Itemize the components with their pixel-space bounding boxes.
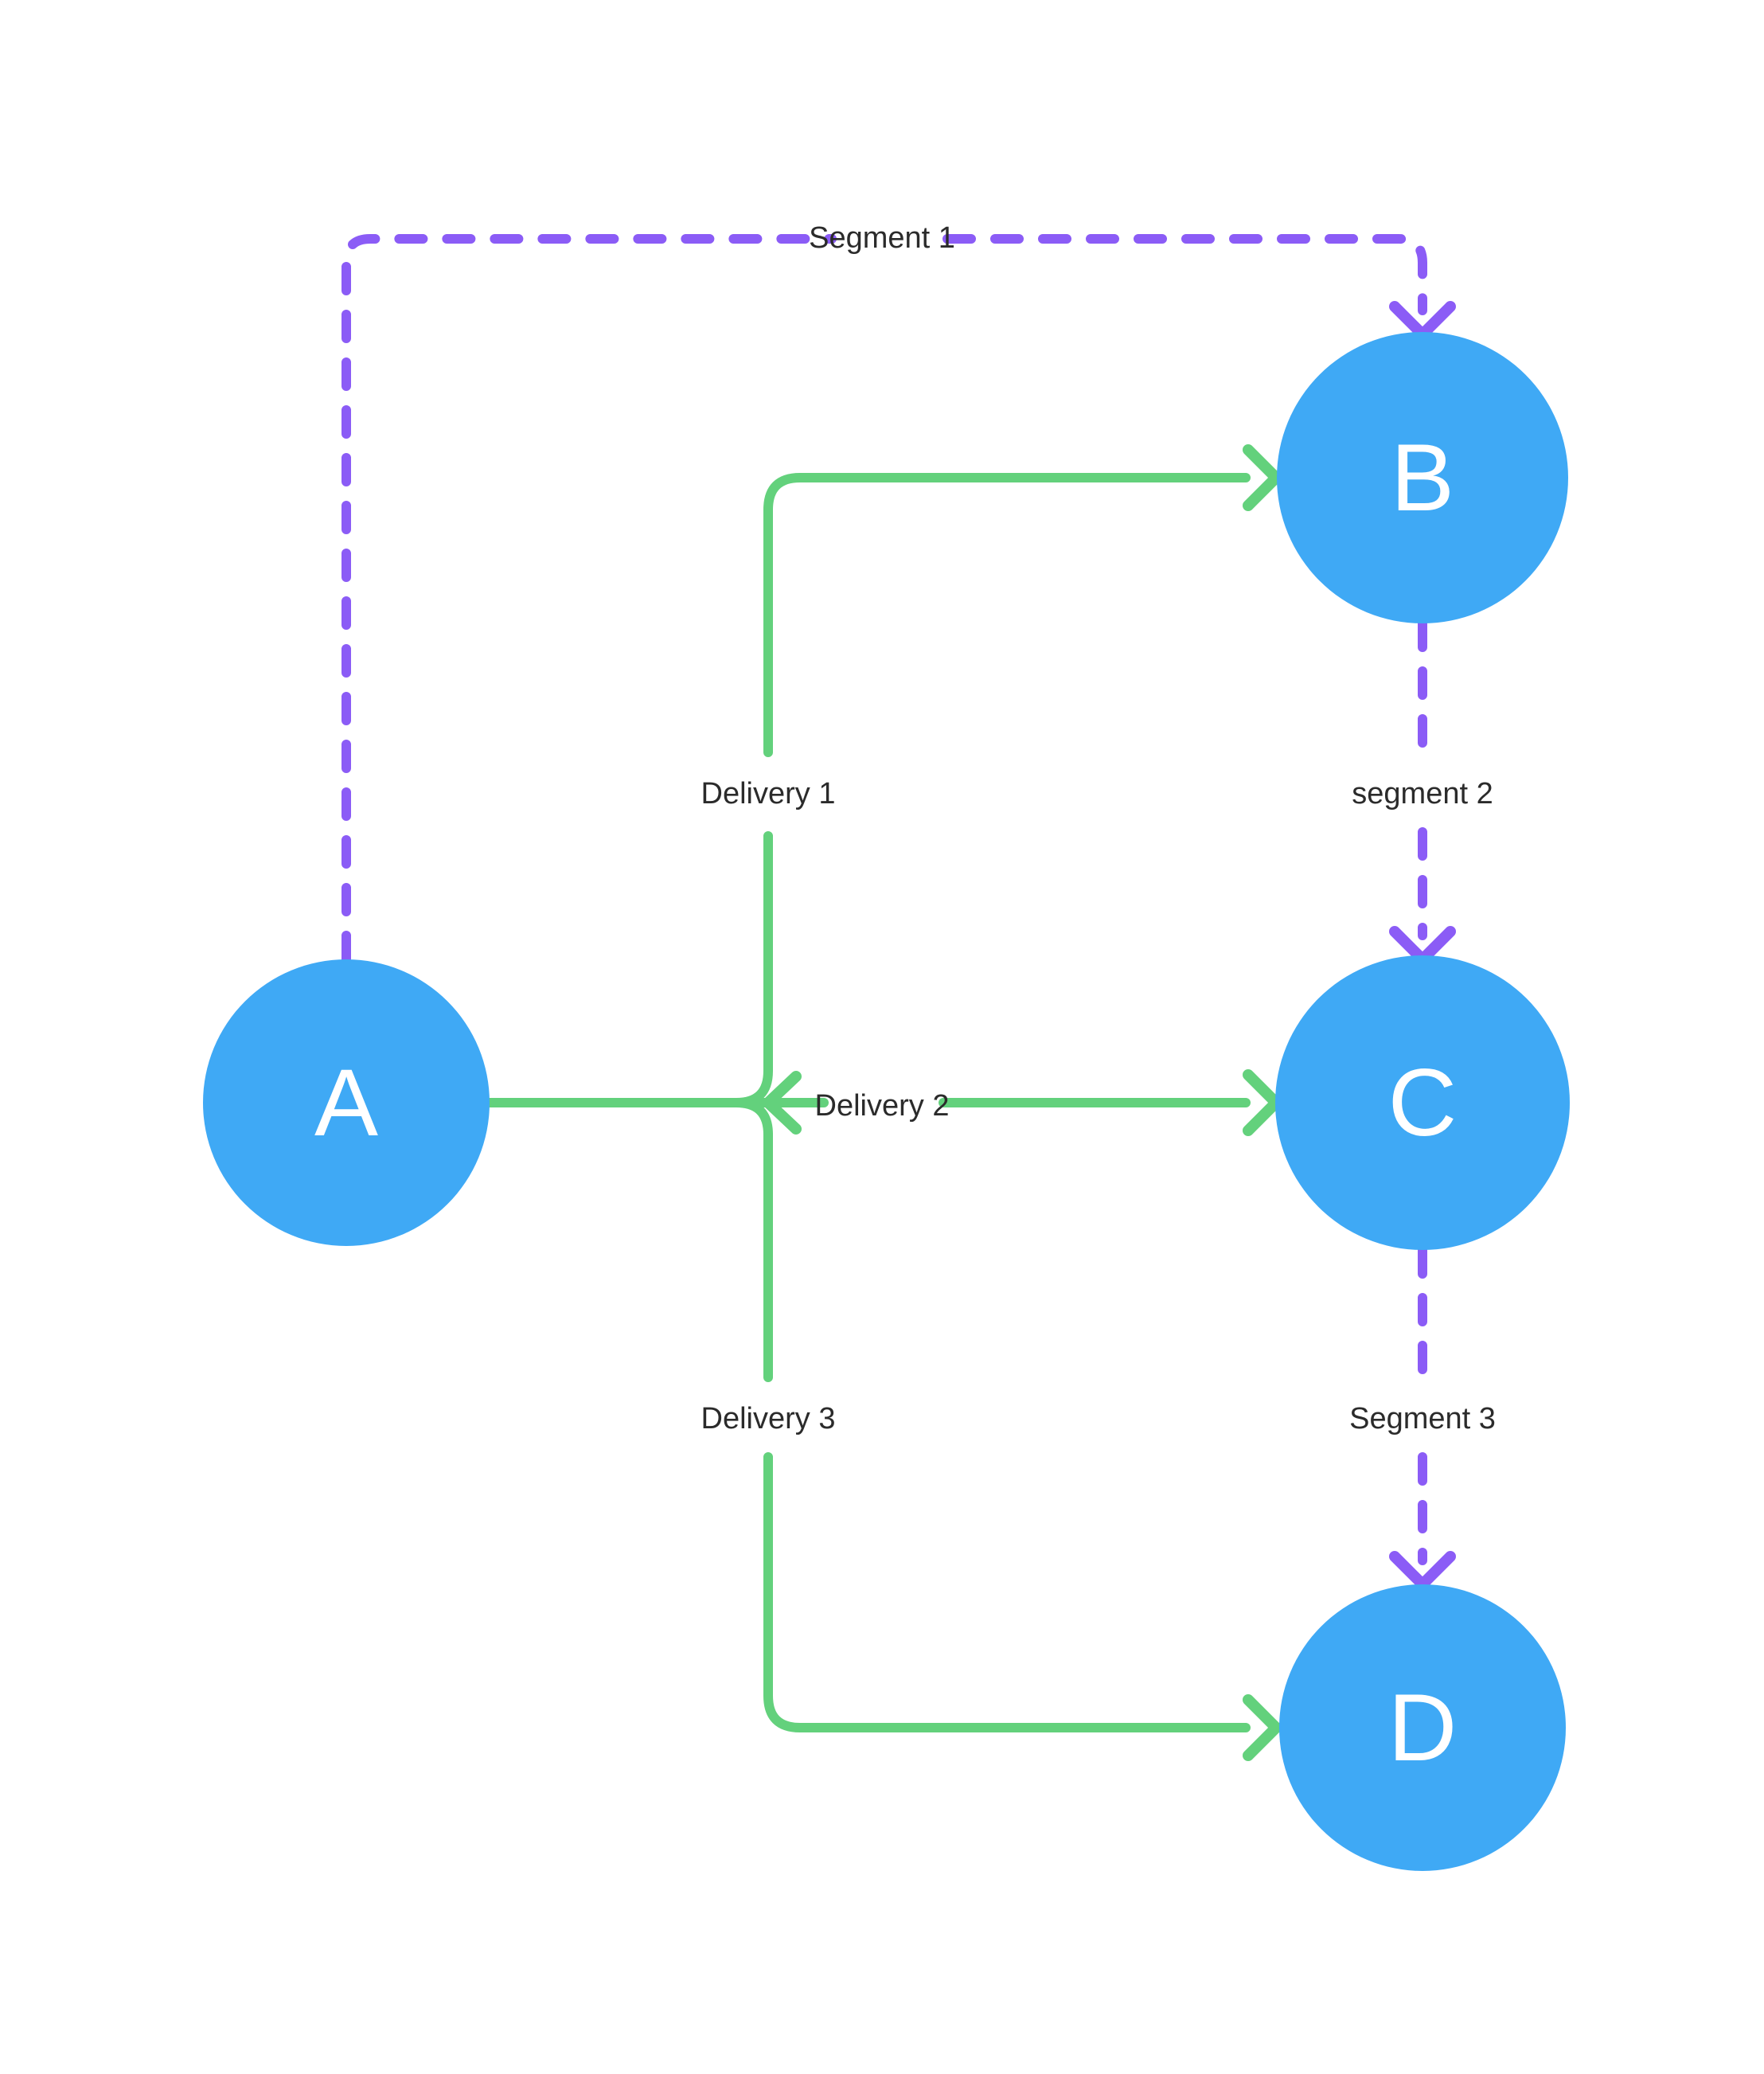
node-b-circle — [1277, 332, 1568, 623]
edge-delivery-3-junction-elbow — [732, 1098, 773, 1139]
node-d-label: D — [1388, 1674, 1458, 1781]
node-c-circle — [1275, 955, 1570, 1250]
edge-segment-1-path-right — [942, 234, 1427, 315]
node-b[interactable]: B — [1277, 332, 1568, 623]
node-c-label: C — [1388, 1049, 1458, 1156]
edge-label-segment-3: Segment 3 — [1349, 1402, 1496, 1435]
edge-delivery-3-arrowhead — [1243, 1694, 1282, 1761]
node-a[interactable]: A — [203, 959, 490, 1246]
node-c[interactable]: C — [1275, 955, 1570, 1250]
edge-segment-1[interactable] — [341, 234, 1456, 964]
edge-label-segment-2: segment 2 — [1352, 777, 1493, 810]
edge-delivery-1-path-upper — [763, 473, 1251, 757]
edge-label-delivery-2: Delivery 2 — [815, 1089, 950, 1123]
node-d[interactable]: D — [1279, 1584, 1566, 1871]
node-a-label: A — [314, 1049, 378, 1156]
edge-delivery-1[interactable] — [732, 444, 1282, 1107]
edge-delivery-1-junction-elbow — [732, 1066, 773, 1107]
edge-label-delivery-3: Delivery 3 — [701, 1402, 836, 1435]
edge-label-delivery-1: Delivery 1 — [701, 777, 836, 810]
edge-delivery-3-path-lower — [763, 1452, 1251, 1732]
node-b-label: B — [1391, 424, 1454, 531]
node-d-circle — [1279, 1584, 1566, 1871]
edge-delivery-2-fork-chevron — [763, 1071, 802, 1135]
edge-delivery-3[interactable] — [732, 1098, 1282, 1761]
edge-delivery-1-arrowhead — [1243, 444, 1282, 511]
edge-delivery-2-arrowhead — [1243, 1069, 1282, 1136]
node-a-circle — [203, 959, 490, 1246]
edge-label-segment-1: Segment 1 — [809, 221, 955, 255]
edge-segment-1-path-left — [341, 234, 837, 964]
